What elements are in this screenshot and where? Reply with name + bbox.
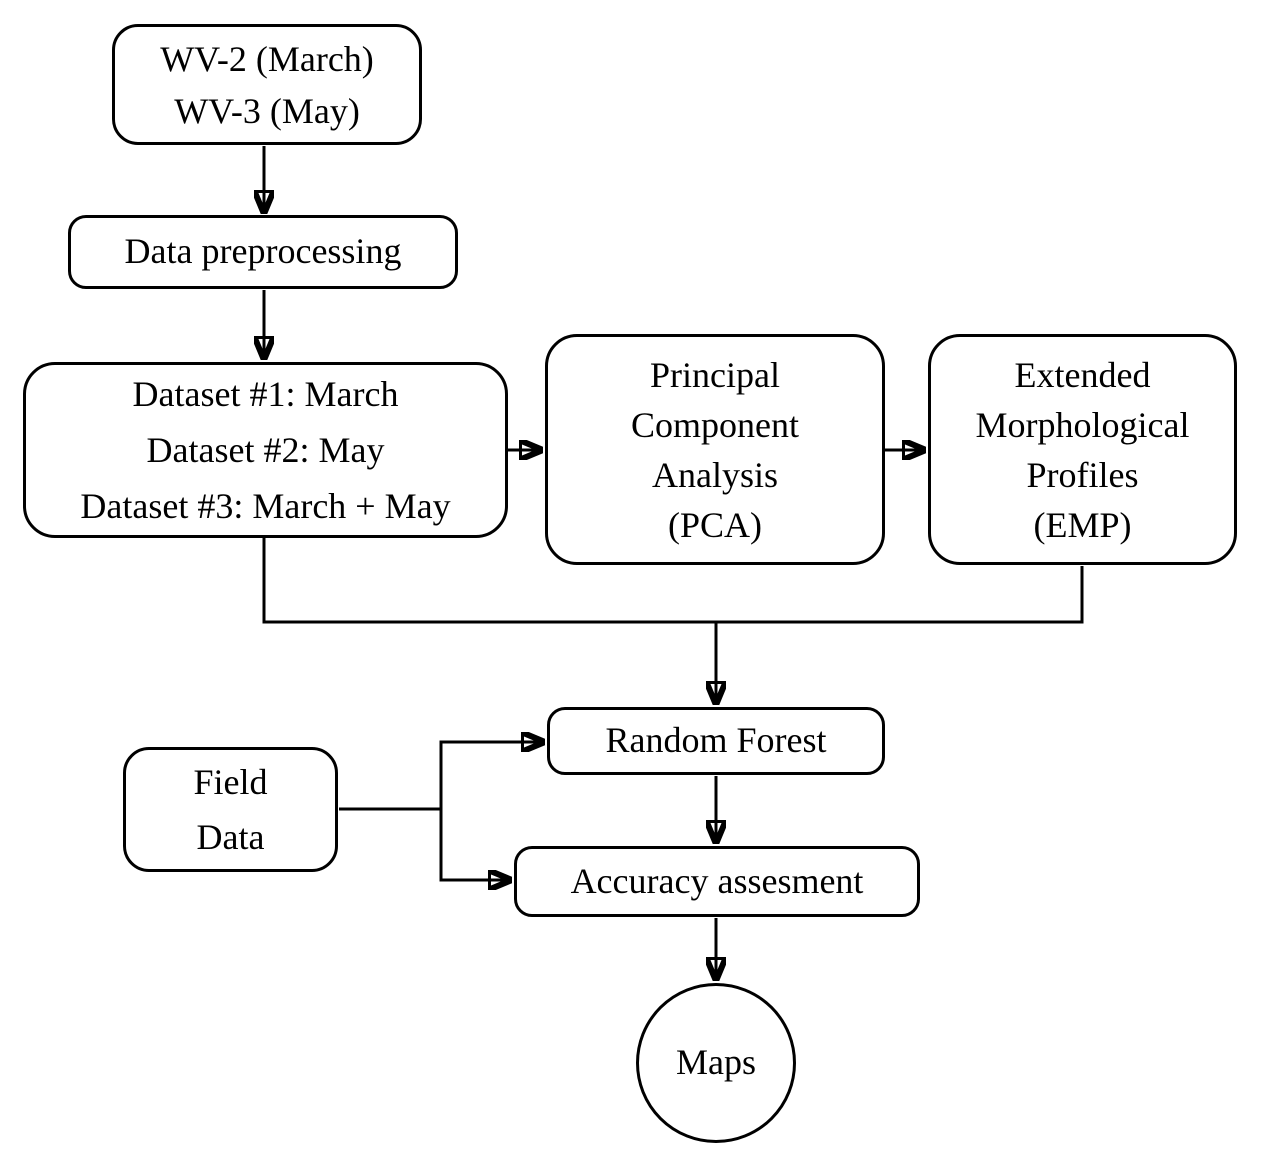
node-data-preprocessing-label: Data preprocessing (124, 231, 402, 272)
node-field-data: Field Data (123, 747, 338, 872)
node-data-preprocessing: Data preprocessing (68, 215, 458, 289)
node-emp-line-4: (EMP) (1033, 504, 1132, 545)
node-random-forest-label: Random Forest (605, 720, 827, 761)
node-random-forest: Random Forest (547, 707, 885, 775)
edge-field-data-to-accuracy (439, 808, 510, 880)
node-pca-line-2: Component (631, 404, 799, 445)
node-pca-line-1: Principal (650, 354, 780, 395)
node-wv-images: WV-2 (March) WV-3 (May) (112, 24, 422, 145)
node-maps-label: Maps (676, 1042, 756, 1083)
node-datasets-line-2: Dataset #2: May (146, 430, 385, 470)
node-datasets-line-3: Dataset #3: March + May (80, 486, 451, 526)
node-wv-line-1: WV-2 (March) (160, 38, 374, 79)
node-datasets: Dataset #1: March Dataset #2: May Datase… (23, 362, 508, 538)
node-wv-line-2: WV-3 (May) (174, 90, 360, 131)
node-datasets-line-1: Dataset #1: March (132, 374, 399, 414)
node-field-data-line-2: Data (196, 816, 265, 857)
node-pca-line-3: Analysis (652, 454, 778, 495)
node-maps: Maps (636, 983, 796, 1143)
node-field-data-line-1: Field (193, 761, 268, 802)
node-emp-line-1: Extended (1014, 354, 1151, 395)
node-emp: Extended Morphological Profiles (EMP) (928, 334, 1237, 565)
node-emp-line-3: Profiles (1026, 454, 1139, 495)
node-pca: Principal Component Analysis (PCA) (545, 334, 885, 565)
node-accuracy-assessment: Accuracy assesment (514, 846, 920, 917)
node-pca-line-4: (PCA) (667, 504, 762, 545)
node-emp-line-2: Morphological (975, 404, 1190, 445)
node-accuracy-assessment-label: Accuracy assesment (570, 860, 864, 901)
edge-field-data-to-random-forest (439, 742, 543, 810)
